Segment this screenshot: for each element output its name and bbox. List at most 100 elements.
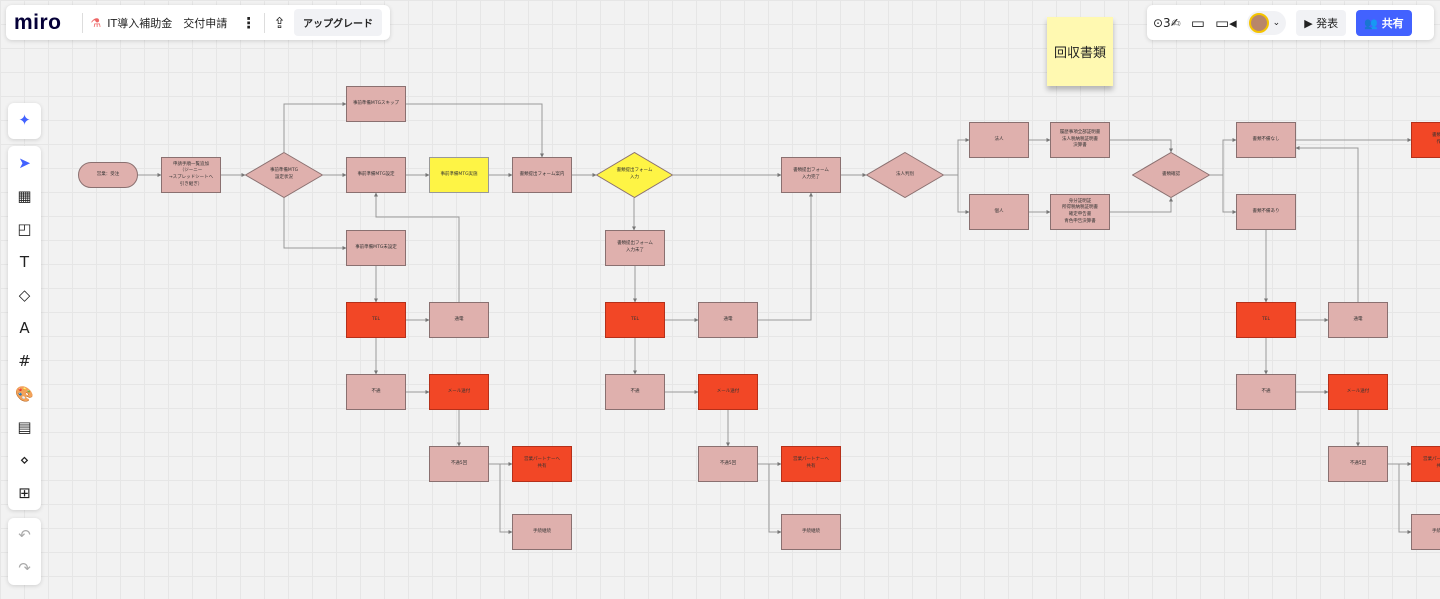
flowchart-shape[interactable]: 営業パートナーへ 共有 [512,446,572,482]
decision-diamond[interactable]: 書類提出フォーム 入力 [596,152,673,198]
diamond-shape [245,152,323,198]
decision-diamond[interactable]: 事前準備MTG 設定状況 [245,152,323,198]
shape-label: 書類確認 [1162,171,1180,177]
shape-label: 法人 [994,136,1004,142]
shape-label: 書類提出 作成 [1432,133,1440,145]
shape-label: 不通5回 [450,460,468,466]
flowchart-shape[interactable]: 事前準備MTG設定 [346,157,406,193]
flowchart-shape[interactable]: TEL [346,302,406,338]
play-icon: ▶ [1304,16,1317,30]
sticky-note[interactable]: 回収書類 [1047,17,1113,86]
text-icon[interactable]: T [19,252,30,271]
decision-diamond[interactable]: 書類確認 [1132,152,1210,198]
undo-icon[interactable]: ↶ [18,525,31,544]
more-menu-icon[interactable]: ⋮ [241,13,257,32]
flowchart-shape[interactable]: 書類提出 作成 [1411,122,1440,158]
comment-activity-icon[interactable]: ▭ [1190,13,1205,32]
export-icon[interactable]: ⇪ [273,13,286,32]
flowchart-shape[interactable]: TEL [605,302,665,338]
flowchart-shape[interactable]: 手続継続 [512,514,572,550]
history-toolbar: ↶ ↷ [8,518,41,585]
divider [81,12,83,33]
shape-label: 書類提出フォーム 入力未了 [617,241,653,253]
board-header: miro ⚗ IT導入補助金 交付申請 ⋮ ⇪ アップグレード [6,5,390,40]
flowchart-shape[interactable]: 不通5回 [429,446,489,482]
board-title[interactable]: IT導入補助金 交付申請 [107,16,228,30]
flowchart-shape[interactable]: 書類提出フォーム案内 [512,157,572,193]
flowchart-shape[interactable]: 通電 [698,302,758,338]
shape-label: 手続継続 [533,528,551,534]
shape-label: 事前準備MTG未設定 [355,244,397,250]
select-cursor-icon[interactable]: ➤ [18,153,31,172]
flowchart-shape[interactable]: TEL [1236,302,1296,338]
add-more-icon[interactable]: ⊞ [18,483,31,502]
flowchart-shape[interactable]: 事前準備MTG実施 [429,157,489,193]
diagram-icon[interactable]: ⋄ [19,450,30,469]
flowchart-shape[interactable]: 法人 [969,122,1029,158]
shape-label: 不通 [630,388,640,394]
flowchart-shape[interactable]: 手続継続 [781,514,841,550]
upgrade-button[interactable]: アップグレード [294,9,382,36]
user-menu[interactable]: ⌄ [1246,10,1287,35]
templates-icon[interactable]: ▦ [17,186,32,205]
shape-label: メール送付 [1346,388,1370,394]
shape-label: 申請手順一覧追加 （ジーニー →スプレッドシートへ 引き継ぎ） [168,161,214,187]
palette-icon[interactable]: 🎨 [15,384,34,403]
flowchart-shape[interactable]: 手続継続 [1411,514,1440,550]
flowchart-shape[interactable]: 通電 [429,302,489,338]
flowchart-shape[interactable]: 書類提出フォーム 入力未了 [605,230,665,266]
shape-label: 書類不備なし [1252,136,1280,142]
shape-label: メール送付 [716,388,740,394]
flowchart-shape[interactable]: 営業パートナーへ 共有 [781,446,841,482]
flowchart-shape[interactable]: 事前準備MTGスキップ [346,86,406,122]
flowchart-shape[interactable]: 書類提出フォーム 入力完了 [781,157,841,193]
shape-label: 手続継続 [802,528,820,534]
redo-icon[interactable]: ↷ [18,558,31,577]
ai-toolbar: ✦ [8,103,41,139]
shapes-icon[interactable]: ◇ [18,285,31,304]
flowchart-shape[interactable]: メール送付 [429,374,489,410]
flowchart-shape[interactable]: 不通 [346,374,406,410]
pen-icon[interactable]: A [19,318,30,337]
flowchart-shape[interactable]: 事前準備MTG未設定 [346,230,406,266]
miro-logo[interactable]: miro [14,10,62,34]
flowchart-shape[interactable]: 営業：受注 [78,162,138,188]
frame-icon[interactable]: # [18,351,31,370]
present-button[interactable]: ▶ 発表 [1296,9,1347,36]
flowchart-shape[interactable]: 書類不備なし [1236,122,1296,158]
reactions-icon[interactable]: ⊙3✍ [1153,15,1181,30]
flowchart-shape[interactable]: メール送付 [1328,374,1388,410]
shape-label: 営業パートナーへ 共有 [524,457,560,469]
shape-label: 書類不備あり [1252,208,1280,214]
flowchart-shape[interactable]: 営業パートナーへ 共有 [1411,446,1440,482]
comment-icon[interactable]: ▤ [17,417,32,436]
flowchart-shape[interactable]: 申請手順一覧追加 （ジーニー →スプレッドシートへ 引き継ぎ） [161,157,221,193]
sticky-note-icon[interactable]: ◰ [17,219,32,238]
shape-label: 営業パートナーへ 共有 [793,457,829,469]
shape-label: 営業：受注 [96,171,120,177]
flowchart-shape[interactable]: 個人 [969,194,1029,230]
share-button[interactable]: 👥 共有 [1356,9,1412,36]
collaboration-toolbar: ⊙3✍ ▭ ▭◂ ⌄ ▶ 発表 👥 共有 [1147,5,1434,40]
shape-label: TEL [371,316,381,322]
decision-diamond[interactable]: 法人判別 [866,152,944,198]
video-call-icon[interactable]: ▭◂ [1214,13,1237,32]
flowchart-shape[interactable]: 書類不備あり [1236,194,1296,230]
divider [264,12,266,33]
flowchart-shape[interactable]: 履歴事項全部証明書 法人税納税証明書 決算書 [1050,122,1110,158]
flowchart-shape[interactable]: 通電 [1328,302,1388,338]
flowchart-shape[interactable]: 不通5回 [1328,446,1388,482]
flowchart-shape[interactable]: 身分証明証 所得税納税証明書 確定申告書 青色申告決算書 [1050,194,1110,230]
avatar [1248,12,1269,33]
shape-label: 通電 [454,316,464,322]
shape-label: 不通5回 [719,460,737,466]
shape-label: TEL [630,316,640,322]
flowchart-shape[interactable]: 不通5回 [698,446,758,482]
sparkle-ai-icon[interactable]: ✦ [18,110,31,129]
flowchart-shape[interactable]: 不通 [605,374,665,410]
shape-label: 不通 [1261,388,1271,394]
flowchart-shape[interactable]: メール送付 [698,374,758,410]
users-icon: 👥 [1364,16,1382,30]
flowchart-shape[interactable]: 不通 [1236,374,1296,410]
